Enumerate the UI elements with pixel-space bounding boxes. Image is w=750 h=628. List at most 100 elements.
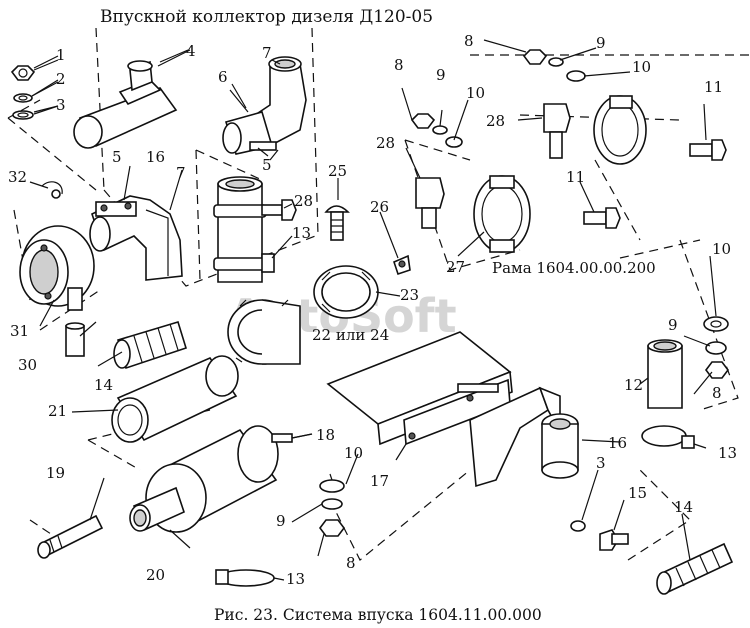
callout-8b: 8 [346,554,356,572]
callout-13b: 13 [286,570,305,588]
ring-22-24 [227,299,301,365]
sleeve-12 [647,339,683,409]
callout-2: 2 [56,70,66,88]
callout-28b: 28 [376,134,395,152]
callout-14a: 14 [94,376,113,394]
callout-9b: 9 [276,512,286,530]
callout-8d: 8 [712,384,722,402]
diagram-title: Впускной коллектор дизеля Д120-05 [100,7,433,27]
washer-9-right [705,341,727,355]
bolt-11-mid [583,207,621,229]
callout-8a: 8 [394,56,404,74]
elbow-7-upper [222,56,307,161]
callout-7b: 7 [176,164,186,182]
bolt-28-small [261,199,297,221]
washer-9-mid [432,125,448,135]
bolt-15 [599,529,629,551]
callout-4: 4 [186,42,196,60]
washer-10-bottom [319,479,345,493]
hose-28-upper [213,176,275,283]
callout-12: 12 [624,376,643,394]
bracket-frame [326,331,513,446]
figure-caption: Рис. 23. Система впуска 1604.11.00.000 [214,606,542,624]
washer-9-top [548,57,564,67]
washer-10-right [703,316,729,332]
washer-3 [12,110,34,120]
pipe-19 [37,514,104,559]
nut-8-bottom [319,519,345,537]
nut-1 [10,65,36,81]
callout-1: 1 [56,46,66,64]
pipe-21 [111,355,239,443]
callout-28a: 28 [294,192,313,210]
clamp-frame-upper [593,95,647,165]
callouts: 1 2 3 4 5 5 6 7 7 16 32 31 30 14 28 13 2… [8,32,737,588]
nut-8-mid [410,113,436,129]
nut-8-top [522,49,548,65]
washer-10-mid [445,136,463,148]
washer-10-top [566,70,586,82]
callout-23: 23 [400,286,419,304]
callout-8c: 8 [464,32,474,50]
bolt-25 [324,205,350,241]
clamp-27 [473,175,531,253]
callout-13a: 13 [292,224,311,242]
mounting-bracket-16 [469,386,579,488]
intake-pipe-4 [73,49,189,149]
callout-9a: 9 [436,66,446,84]
callout-15: 15 [628,484,647,502]
callout-32: 32 [8,168,27,186]
washer-3-right [570,520,586,532]
callout-3b: 3 [596,454,606,472]
bolt-28-right [543,103,571,159]
callout-18: 18 [316,426,335,444]
callout-6: 6 [218,68,228,86]
callout-16a: 16 [146,148,165,166]
callout-28c: 28 [486,112,505,130]
callout-11b: 11 [566,168,585,186]
callout-3: 3 [56,96,66,114]
callout-5a: 5 [112,148,122,166]
callout-10b: 10 [344,444,363,462]
clamp-13-right [641,425,695,449]
callout-31: 31 [10,322,29,340]
callout-9c: 9 [596,34,606,52]
corrugated-hose-14-left [113,321,187,370]
callout-10a: 10 [466,84,485,102]
washer-9-bottom [321,498,343,510]
fitting-30 [65,322,85,357]
elbow-left-assembly [89,195,183,281]
callout-20: 20 [146,566,165,584]
clip-26 [393,254,411,276]
callout-19: 19 [46,464,65,482]
leader-lines [29,39,717,581]
callout-25: 25 [328,162,347,180]
washer-2 [13,93,33,103]
callout-30: 30 [18,356,37,374]
bolt-11-top [689,139,727,161]
callout-10c: 10 [632,58,651,76]
callout-7a: 7 [262,44,272,62]
callout-13c: 13 [718,444,737,462]
callout-26: 26 [370,198,389,216]
callout-21: 21 [48,402,67,420]
callout-5b: 5 [262,156,272,174]
callout-27: 27 [446,258,465,276]
frame-label: Рама 1604.00.00.200 [492,259,656,277]
corrugated-hose-14-right [656,542,734,595]
nut-8-right [705,361,729,379]
bolt-28-mid [415,177,445,229]
clamp-13-bottom [215,569,275,587]
callout-17: 17 [370,472,389,490]
callout-16b: 16 [608,434,627,452]
clip-32 [41,181,63,199]
clamp-ring-23 [313,265,379,319]
air-cleaner-cover-31 [19,225,95,311]
silencer-20 [129,425,279,533]
callout-9d: 9 [668,316,678,334]
callout-14b: 14 [674,498,693,516]
callout-10d: 10 [712,240,731,258]
alt-label-22-24: 22 или 24 [312,326,389,344]
callout-11a: 11 [704,78,723,96]
